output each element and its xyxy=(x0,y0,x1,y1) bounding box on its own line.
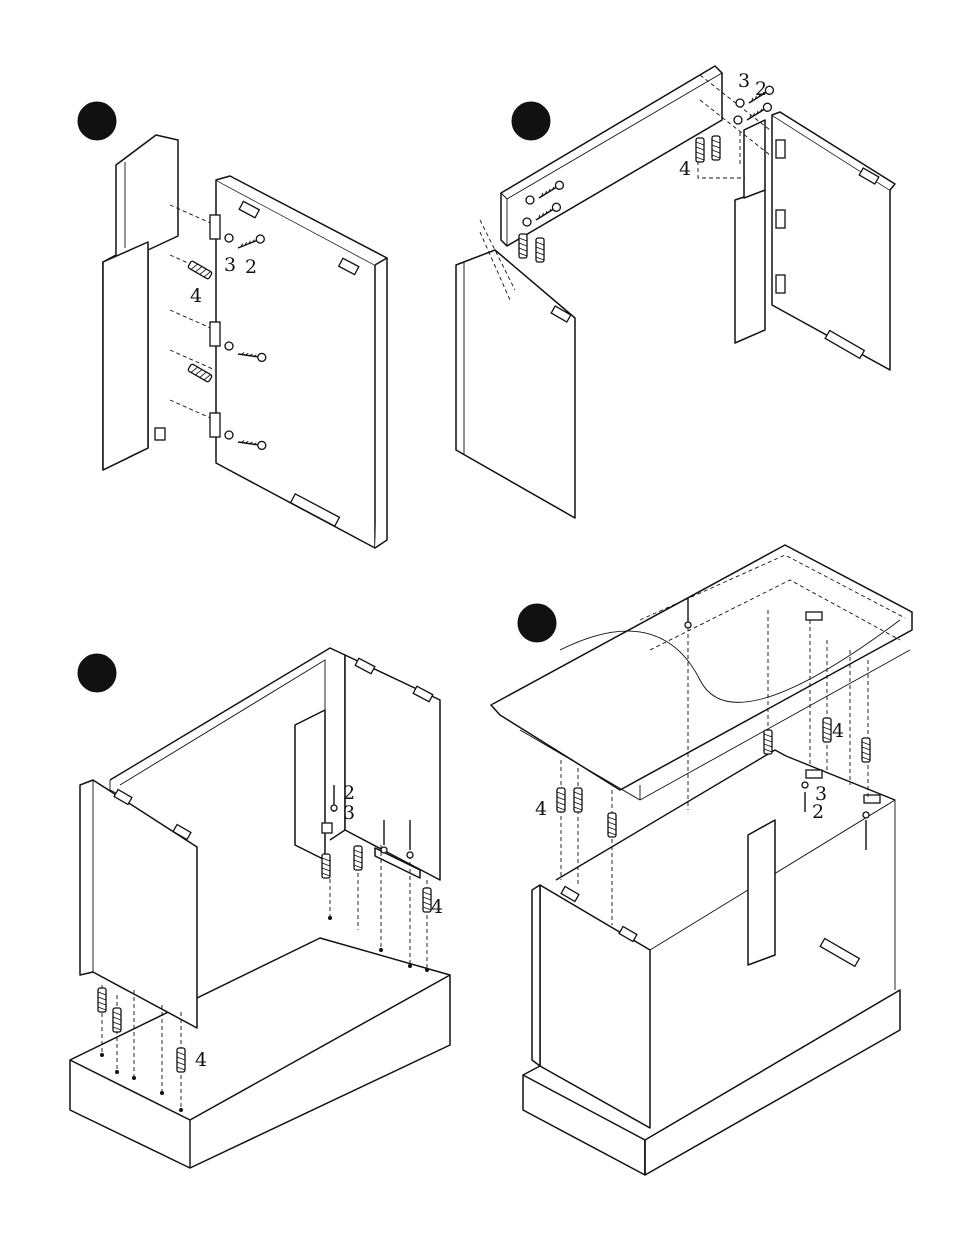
step-2-marker xyxy=(512,102,550,140)
step-1-illustration: 3 2 4 xyxy=(78,102,387,548)
step-3-marker xyxy=(78,654,116,692)
label-washer: 3 xyxy=(738,70,750,92)
label-screw: 2 xyxy=(343,782,355,804)
label-dowel-right: 4 xyxy=(832,720,844,742)
step-4-marker xyxy=(518,604,556,642)
label-screw: 2 xyxy=(245,256,257,278)
label-dowel-right: 4 xyxy=(431,896,443,918)
label-washer: 3 xyxy=(343,802,355,824)
side-panel-front xyxy=(103,242,148,470)
step-3-illustration: 2 3 4 4 xyxy=(70,648,450,1168)
step-4-illustration: 4 4 3 2 xyxy=(491,545,912,1175)
label-dowel: 4 xyxy=(190,285,202,307)
label-dowel-left: 4 xyxy=(195,1049,207,1071)
label-dowel-left: 4 xyxy=(535,798,547,820)
label-dowel: 4 xyxy=(679,158,691,180)
left-side-assembly xyxy=(456,250,575,518)
top-rail-board xyxy=(501,66,722,246)
step-2-illustration: 3 2 4 xyxy=(456,66,895,518)
label-screw: 2 xyxy=(812,801,824,823)
left-panel xyxy=(540,885,650,1128)
large-panel xyxy=(216,180,375,548)
label-washer: 3 xyxy=(224,254,236,276)
label-screw: 2 xyxy=(755,78,767,100)
step-1-marker xyxy=(78,102,116,140)
